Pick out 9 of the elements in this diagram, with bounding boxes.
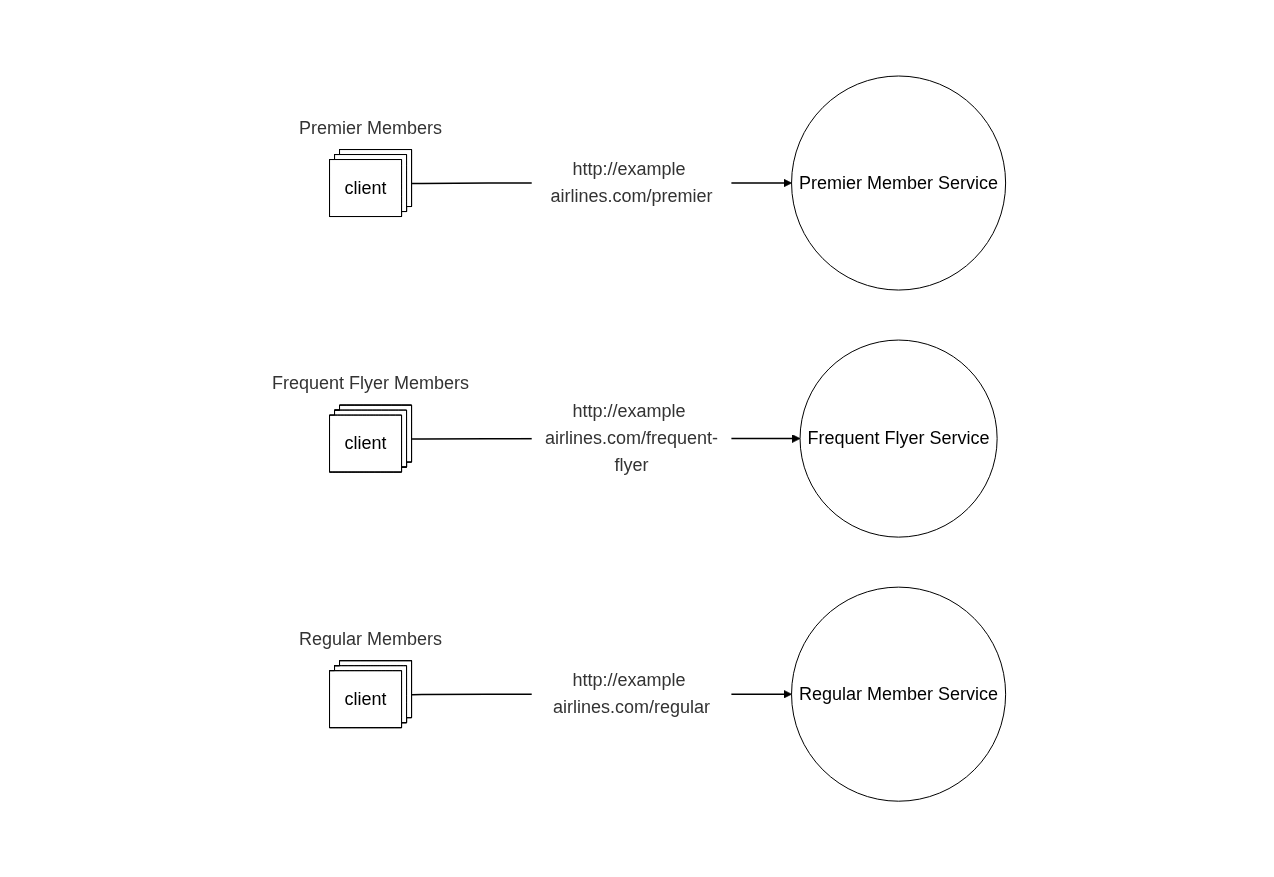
node-circle: Premier Member Service [791,75,1007,291]
node-label: Premier Members [299,117,443,138]
node-label: Regular Members [299,628,443,649]
node-circle: Regular Member Service [791,586,1007,802]
edge-label: http://example airlines.com/frequent-flyer [545,400,719,475]
node-label: Frequent Flyer Members [272,372,470,393]
edge-label: http://example airlines.com/premier [550,158,713,206]
edge-label: http://example airlines.com/regular [553,670,711,718]
node-circle: Frequent Flyer Service [799,339,998,538]
